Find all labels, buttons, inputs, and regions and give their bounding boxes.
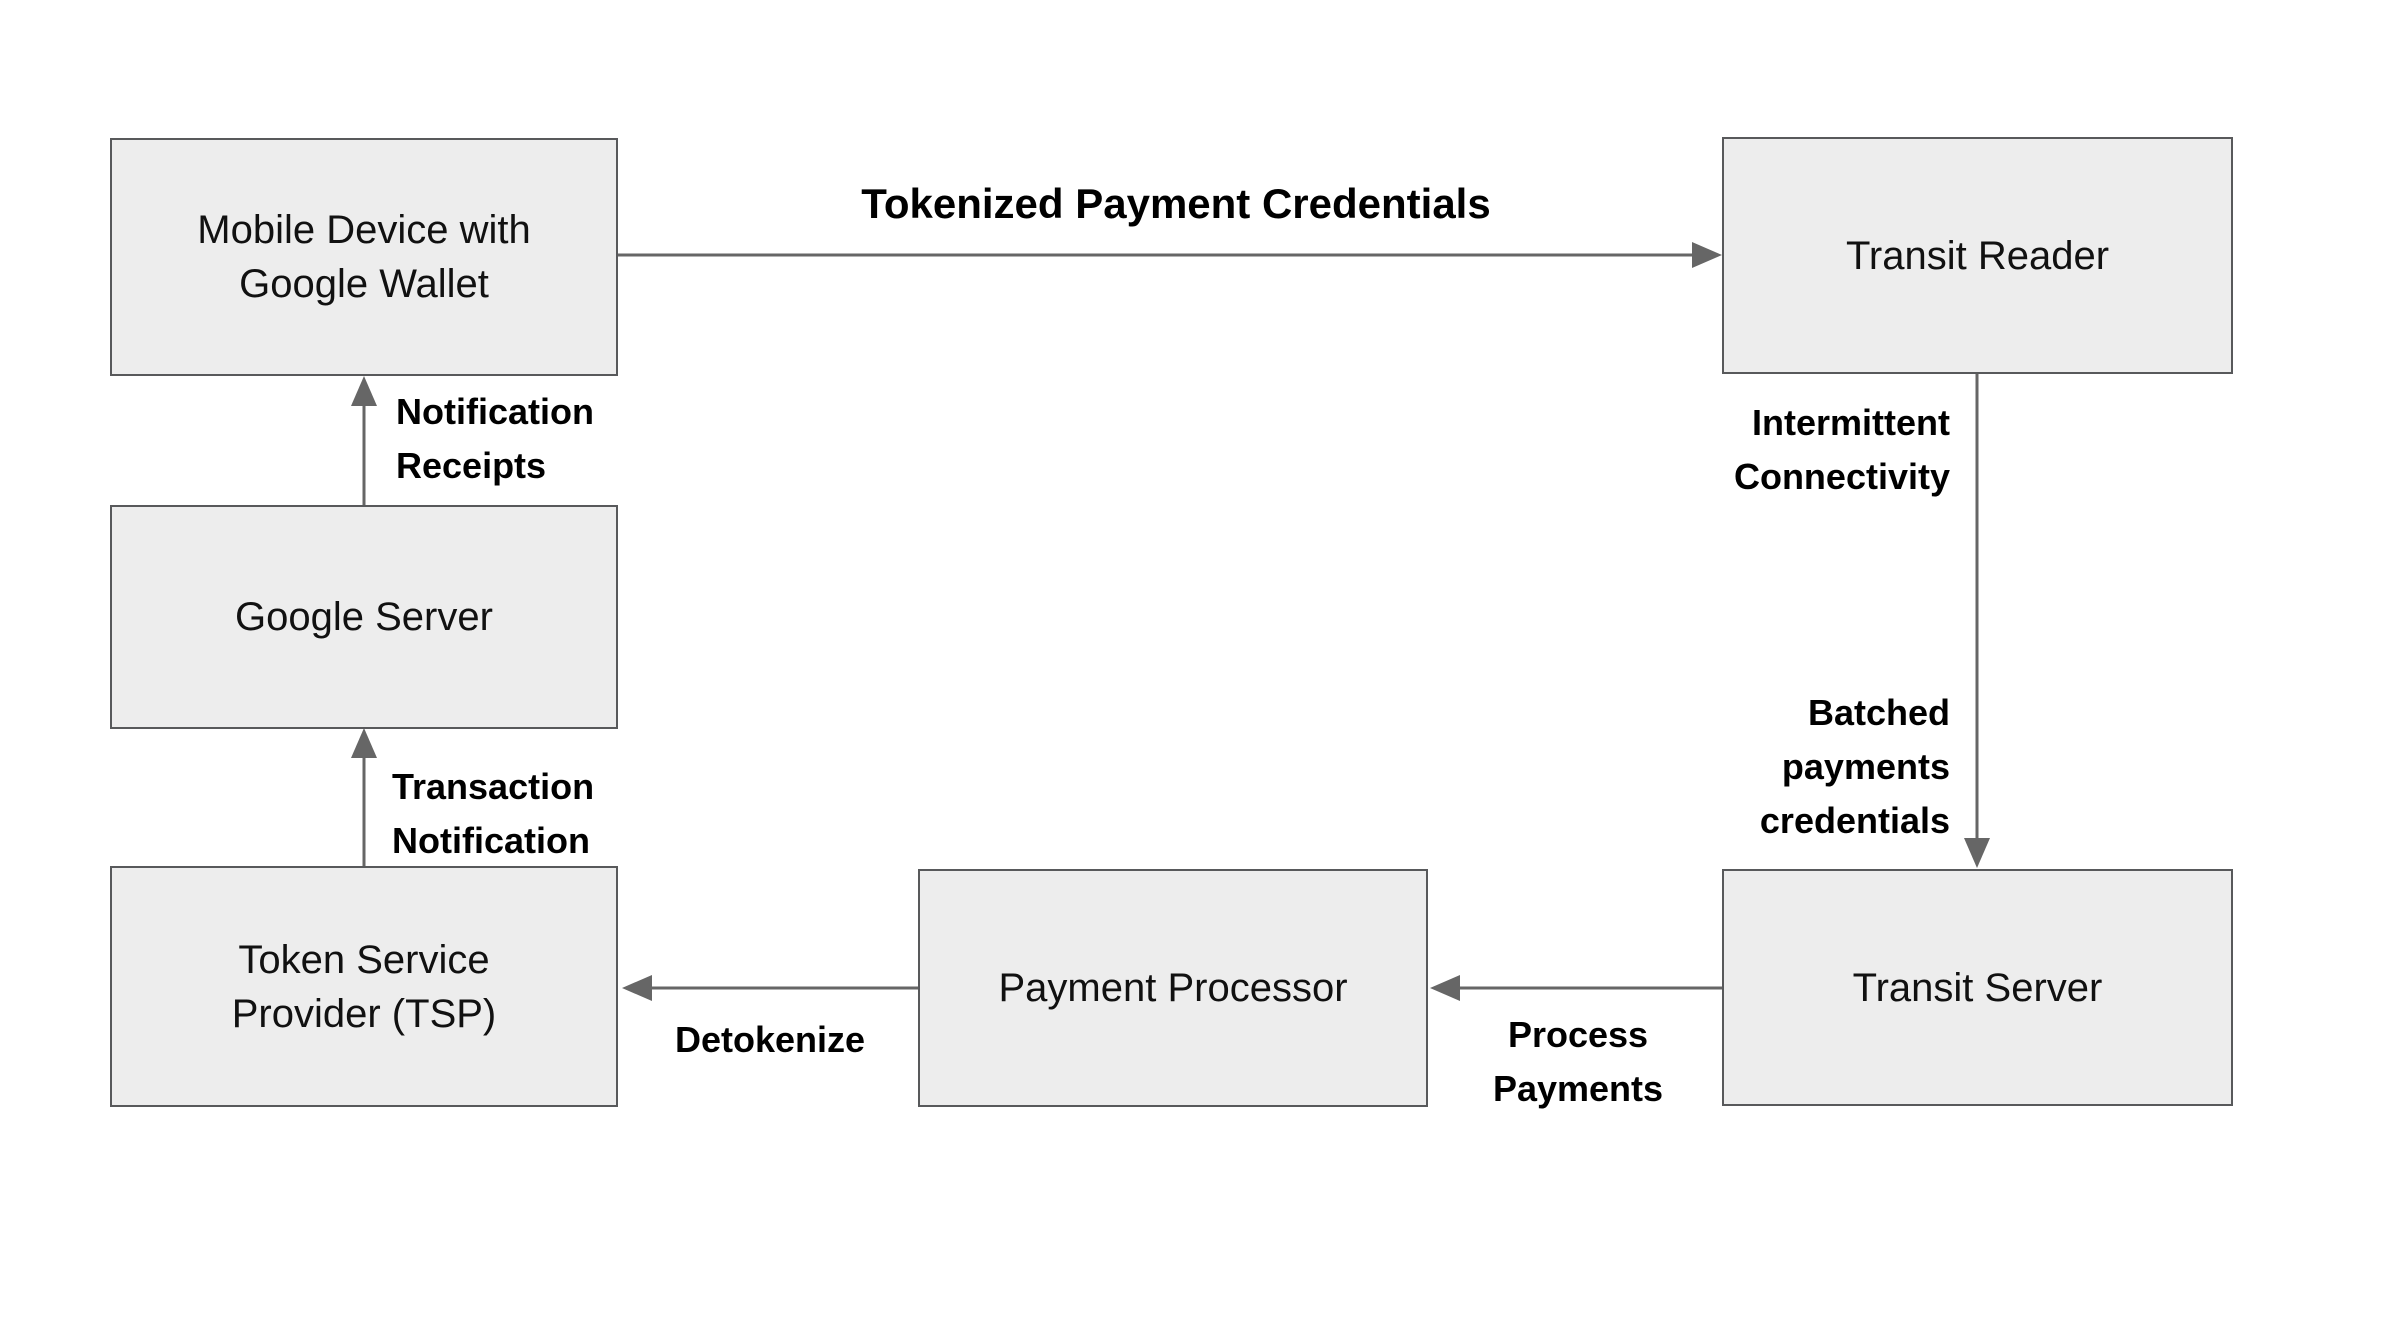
arrow-process-payments bbox=[1430, 975, 1722, 1001]
arrow-notification-receipts bbox=[351, 376, 377, 505]
arrow-transaction-notification bbox=[351, 728, 377, 866]
node-label: Transit Server bbox=[1852, 965, 2103, 1010]
edge-label-process-payments: Process Payments bbox=[1492, 1014, 1664, 1109]
edge-label-transaction-notification: Transaction Notification bbox=[392, 766, 595, 861]
edge-label-notification-receipts: Notification Receipts bbox=[396, 391, 594, 486]
node-label: Token Service Provider (TSP) bbox=[231, 937, 497, 1036]
arrow-detokenize bbox=[622, 975, 918, 1001]
node-google-server: Google Server bbox=[110, 505, 618, 729]
node-label: Google Server bbox=[235, 595, 493, 639]
arrow-tokenized-credentials bbox=[618, 242, 1722, 268]
arrow-reader-to-transit-server bbox=[1964, 374, 1990, 868]
node-mobile-device-google-wallet: Mobile Device with Google Wallet bbox=[110, 138, 618, 376]
edge-label-detokenize: Detokenize bbox=[674, 1019, 866, 1060]
node-label: Payment Processor bbox=[998, 966, 1348, 1010]
node-label: Transit Reader bbox=[1845, 233, 2110, 278]
node-transit-server: Transit Server bbox=[1722, 869, 2233, 1106]
node-transit-reader: Transit Reader bbox=[1722, 137, 2233, 374]
edge-label-intermittent-connectivity: Intermittent Connectivity bbox=[1733, 402, 1950, 497]
node-token-service-provider: Token Service Provider (TSP) bbox=[110, 866, 618, 1107]
node-label: Mobile Device with Google Wallet bbox=[197, 208, 531, 306]
edge-label-tokenized-payment-credentials: Tokenized Payment Credentials bbox=[861, 180, 1491, 227]
node-payment-processor: Payment Processor bbox=[918, 869, 1428, 1107]
edge-label-batched-payments-credentials: Batched payments credentials bbox=[1759, 692, 1950, 841]
